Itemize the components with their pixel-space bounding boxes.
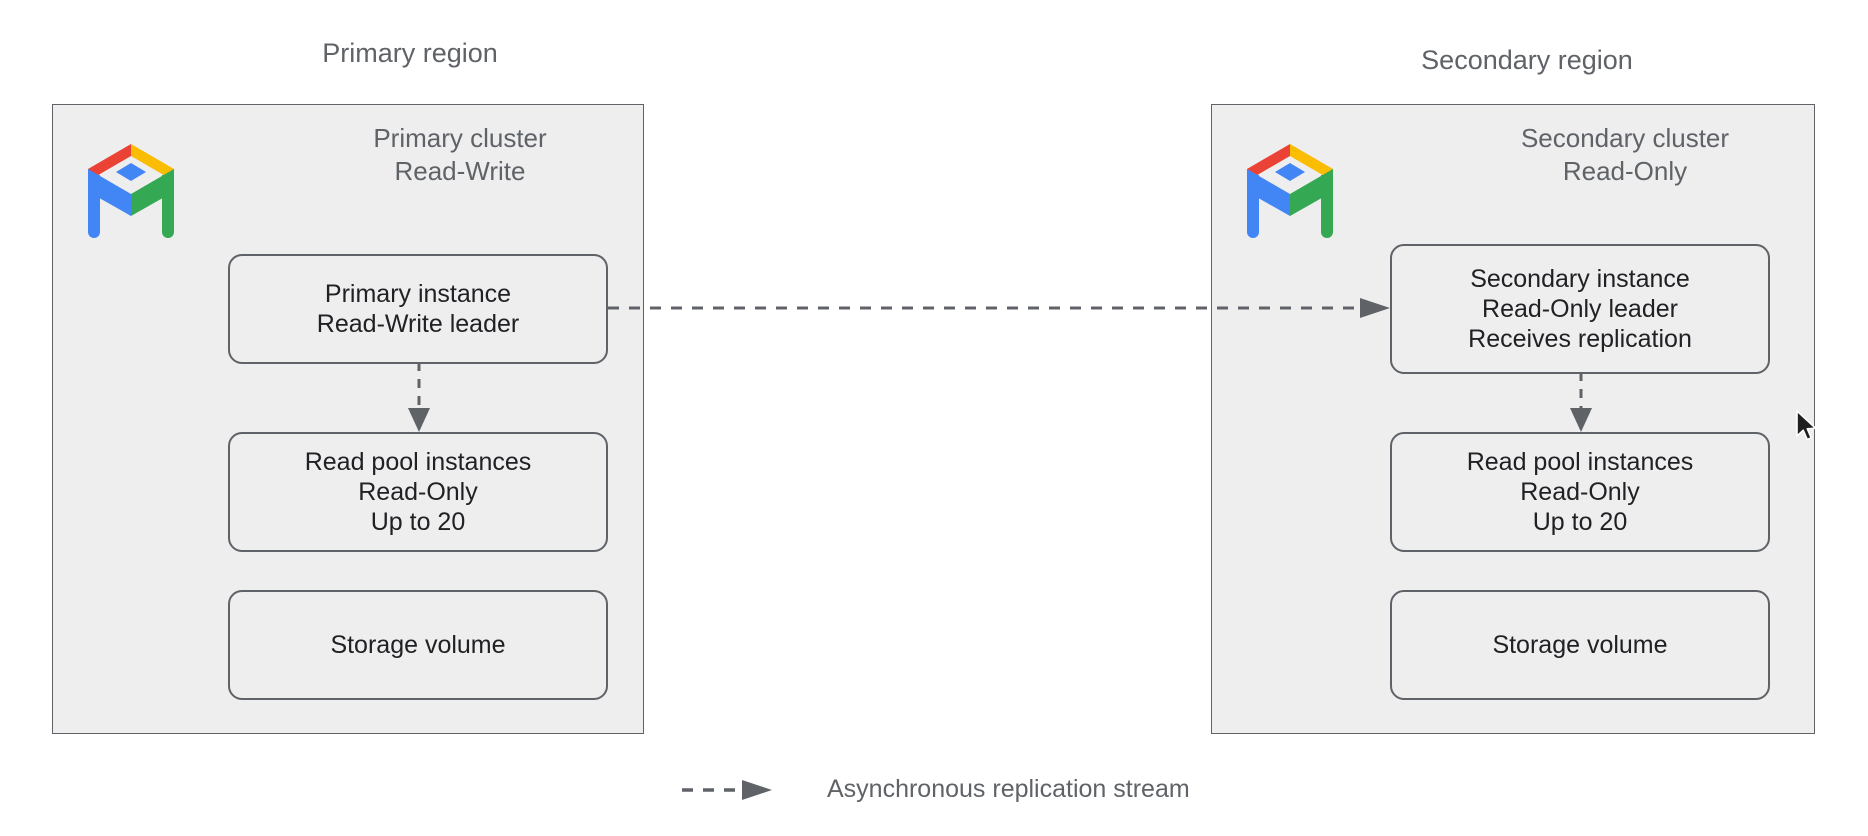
secondary-read-pool-node[interactable]: Read pool instances Read-Only Up to 20: [1390, 432, 1770, 552]
secondary-instance-node[interactable]: Secondary instance Read-Only leader Rece…: [1390, 244, 1770, 374]
secondary-cluster-title: Secondary cluster Read-Only: [1520, 123, 1730, 187]
primary-read-pool-node[interactable]: Read pool instances Read-Only Up to 20: [228, 432, 608, 552]
primary-storage-node[interactable]: Storage volume: [228, 590, 608, 700]
dashed-arrow-icon: [682, 779, 772, 800]
secondary-region-title: Secondary region: [1421, 45, 1633, 75]
legend: Asynchronous replication stream: [680, 775, 1190, 804]
secondary-storage-node[interactable]: Storage volume: [1390, 590, 1770, 700]
primary-region-title: Primary region: [322, 38, 498, 68]
primary-cluster-title: Primary cluster Read-Write: [373, 123, 547, 187]
alloydb-logo: [1237, 132, 1343, 240]
legend-label: Asynchronous replication stream: [827, 775, 1190, 803]
primary-instance-node[interactable]: Primary instance Read-Write leader: [228, 254, 608, 364]
alloydb-logo: [78, 132, 184, 240]
